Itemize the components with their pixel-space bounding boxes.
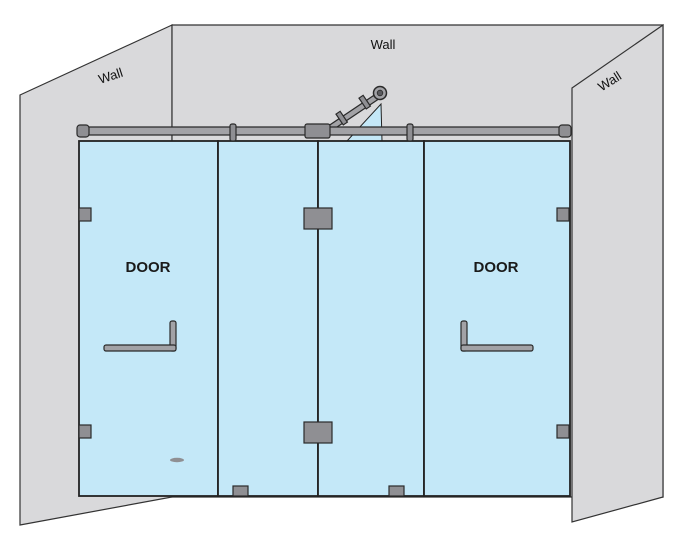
rail-center-connector — [304, 123, 331, 139]
center-left-fixed-panel — [217, 140, 319, 497]
rail-end-cap-left — [76, 124, 90, 138]
hinges — [78, 207, 570, 497]
right-door-handle — [460, 320, 534, 352]
right-door-label: DOOR — [474, 259, 519, 276]
left-door-label: DOOR — [126, 259, 171, 276]
center-right-fixed-panel — [317, 140, 425, 497]
header-rail — [76, 123, 572, 142]
left-door-handle — [103, 320, 177, 352]
left-wall-label: Wall — [97, 65, 125, 87]
back-wall-label: Wall — [371, 37, 396, 52]
floor-drain — [170, 457, 184, 463]
left-door-panel — [78, 140, 219, 497]
right-door-panel — [423, 140, 571, 497]
rail-end-cap-right — [558, 124, 572, 138]
right-wall — [571, 23, 664, 523]
